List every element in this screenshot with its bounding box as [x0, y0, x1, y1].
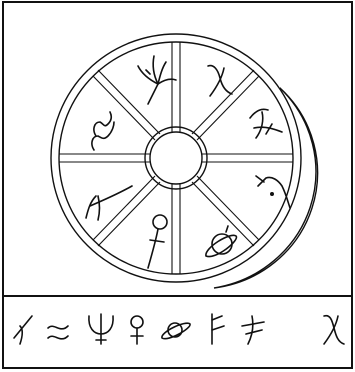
hub-outer-circle [145, 127, 207, 189]
ringed-planet-icon [206, 226, 237, 257]
trident-icon [89, 314, 113, 344]
hub-inner-circle [150, 132, 202, 184]
page-border [3, 2, 352, 368]
double-wave-icon [92, 112, 114, 150]
chi-icon [324, 316, 344, 344]
dotted-arc-icon [256, 176, 290, 208]
symbol-row [14, 314, 344, 344]
crossed-stem-icon [242, 316, 264, 344]
venus-staff-icon [148, 215, 167, 268]
flag-stem-icon [212, 314, 224, 344]
zodiac-wheel [51, 34, 301, 282]
wheel-spokes [59, 42, 293, 274]
crossed-hook-icon [250, 109, 282, 138]
crescent-shadow [214, 88, 318, 288]
slash-curl-icon [14, 316, 32, 344]
bent-stem-icon [86, 186, 132, 220]
approx-wave-icon [48, 326, 68, 339]
chi-hook-icon [208, 66, 232, 96]
small-venus-icon [131, 316, 143, 344]
trident-branch-icon [138, 56, 176, 104]
wheel-outer-ring [51, 34, 301, 282]
small-ringed-planet-icon [162, 323, 190, 339]
